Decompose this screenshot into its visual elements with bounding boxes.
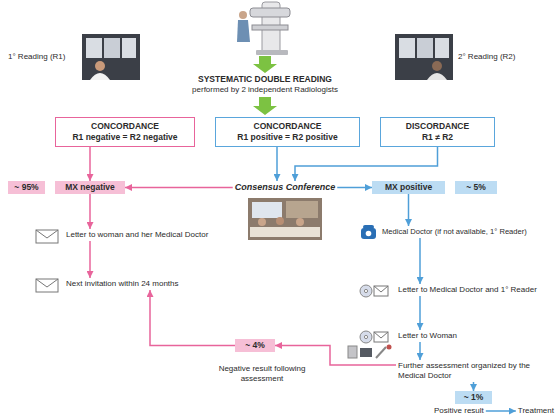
radiologist-workstation [395, 34, 453, 80]
letter-icon [36, 230, 58, 292]
node-text: ~ 5% [458, 182, 494, 193]
flow-arrow [125, 187, 233, 189]
node-text: CONCORDANCE [60, 121, 190, 132]
phone-icon [361, 225, 376, 239]
node-text: CONCORDANCE [220, 121, 355, 132]
conference-step: Consensus Conference [233, 181, 338, 193]
flow-arrow [419, 238, 421, 284]
node-text: R1 ≠ R2 [385, 132, 490, 143]
outcome-box: CONCORDANCER1 negative = R2 negative [55, 117, 195, 147]
step-text: Positive result [432, 405, 486, 417]
flow-arrow [419, 342, 421, 360]
flow-arrow [408, 194, 410, 226]
reader-label: 1° Reading (R1) [8, 52, 65, 62]
node-text: ~ 4% [238, 340, 272, 351]
cd-letter-icon [360, 285, 388, 343]
flow-arrow [486, 410, 516, 412]
node-text: R1 negative = R2 negative [60, 132, 190, 143]
node-text: ~ 1% [458, 392, 489, 403]
step-text: Medical Doctor (if not available, 1° Rea… [380, 226, 529, 238]
node-text: ~ 95% [11, 182, 42, 193]
step-text: Next invitation within 24 months [64, 278, 181, 290]
result-box: MX negative [55, 181, 125, 194]
outcome-box: CONCORDANCER1 positive = R2 positive [215, 117, 360, 147]
node-text: Medical Doctor (if not available, 1° Rea… [382, 227, 527, 237]
flow-arrow [275, 346, 396, 366]
step-text: Letter to Woman [396, 330, 459, 342]
node-text: R1 positive = R2 positive [220, 132, 355, 143]
radiologist-workstation [82, 34, 140, 80]
flow-arrow [295, 147, 438, 181]
node-text: Letter to Woman [398, 331, 457, 341]
step-text: Treatment [516, 405, 556, 417]
node-text: MX negative [58, 182, 122, 193]
flow-arrow [89, 147, 91, 181]
flow-arrow [89, 194, 91, 229]
reader-label: 2° Reading (R2) [458, 52, 515, 62]
node-text: Next invitation within 24 months [66, 279, 179, 289]
step-text: Further assessment organized by the Medi… [396, 360, 554, 382]
node-text: Letter to Medical Doctor and 1° Reader [398, 285, 537, 295]
heading-text: SYSTEMATIC DOUBLE READING [165, 74, 365, 84]
percentage-tag: ~ 95% [8, 181, 45, 194]
percentage-tag: ~ 4% [235, 339, 275, 352]
flow-arrow [473, 382, 475, 391]
step-text: Letter to woman and her Medical Doctor [64, 229, 210, 241]
node-text: Consensus Conference [235, 181, 336, 193]
percentage-tag: ~ 1% [455, 391, 492, 404]
node-text: Further assessment organized by the Medi… [398, 361, 552, 381]
node-text: MX positive [375, 182, 442, 193]
step-text: Letter to Medical Doctor and 1° Reader [396, 284, 539, 296]
node-text: DISCORDANCE [385, 121, 490, 132]
conference-photo [248, 198, 322, 240]
assessment-icons [348, 345, 392, 359]
percentage-tag: ~ 5% [455, 181, 497, 194]
outcome-note: Negative result following assessment [207, 364, 317, 384]
flow-arrow [337, 187, 372, 189]
flow-arrow [89, 241, 91, 278]
node-text: Treatment [518, 406, 554, 416]
flow-arrow [276, 147, 278, 181]
node-text: Positive result [434, 406, 484, 416]
result-box: MX positive [372, 181, 445, 194]
flow-arrow [419, 296, 421, 330]
subheading-text: performed by 2 independent Radiologists [165, 85, 365, 95]
outcome-box: DISCORDANCER1 ≠ R2 [380, 117, 495, 147]
flow-arrow [150, 290, 235, 346]
node-text: Letter to woman and her Medical Doctor [66, 230, 208, 240]
mammography-unit [237, 2, 290, 55]
